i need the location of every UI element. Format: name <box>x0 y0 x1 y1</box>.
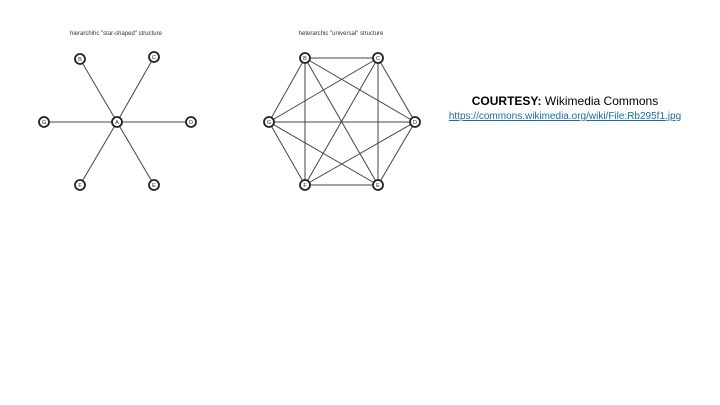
node-circle <box>263 116 275 128</box>
node-label: G <box>42 120 46 126</box>
node-C: C <box>372 52 384 64</box>
node-circle <box>111 116 123 128</box>
node-label: E <box>376 183 380 189</box>
source-link[interactable]: https://commons.wikimedia.org/wiki/File:… <box>448 111 682 122</box>
edge-D-F <box>304 121 416 186</box>
node-circle <box>148 51 160 63</box>
node-circle <box>299 179 311 191</box>
star-structure-nodes: A B C D E F G <box>38 51 197 191</box>
star-structure-title: hierarchihc "star-shaped" structure <box>70 31 163 37</box>
edge-C-G <box>268 57 379 123</box>
node-D: D <box>409 116 421 128</box>
node-E: E <box>148 179 160 191</box>
courtesy-source: Wikimedia Commons <box>541 94 659 108</box>
node-label: D <box>413 120 417 126</box>
node-label: G <box>267 120 271 126</box>
edge-E-G <box>268 121 379 186</box>
courtesy-line: COURTESY: Wikimedia Commons <box>440 94 690 108</box>
edge-A-E <box>116 121 155 186</box>
node-B: B <box>299 52 311 64</box>
node-circle <box>74 179 86 191</box>
node-label: F <box>303 183 307 189</box>
node-G: G <box>38 116 50 128</box>
node-circle <box>148 179 160 191</box>
edge-A-F <box>79 121 118 186</box>
node-E: E <box>372 179 384 191</box>
node-label: C <box>376 56 380 62</box>
courtesy-note: COURTESY: Wikimedia Commons https://comm… <box>440 94 690 124</box>
node-B: B <box>74 53 86 65</box>
universal-structure-title: heterarchic "universal" structure <box>299 31 384 37</box>
edge-D-E <box>377 121 416 186</box>
universal-structure-nodes: B C D E F G <box>263 52 421 191</box>
node-circle <box>372 52 384 64</box>
node-F: F <box>299 179 311 191</box>
node-C: C <box>148 51 160 63</box>
node-label: F <box>78 183 82 189</box>
node-circle <box>185 116 197 128</box>
node-F: F <box>74 179 86 191</box>
node-label: A <box>115 120 119 126</box>
courtesy-label: COURTESY: <box>471 94 542 108</box>
edge-A-C <box>116 56 155 123</box>
node-circle <box>372 179 384 191</box>
edge-B-G <box>268 57 306 123</box>
node-circle <box>299 52 311 64</box>
node-label: E <box>152 183 156 189</box>
edge-A-B <box>79 58 118 123</box>
edge-F-G <box>268 121 306 186</box>
node-label: D <box>189 120 193 126</box>
node-label: C <box>152 55 156 61</box>
star-structure-edges <box>44 56 191 186</box>
edge-C-D <box>377 57 416 123</box>
node-label: B <box>78 57 82 63</box>
node-label: B <box>303 56 307 62</box>
node-G: G <box>263 116 275 128</box>
node-D: D <box>185 116 197 128</box>
node-circle <box>38 116 50 128</box>
node-circle <box>74 53 86 65</box>
universal-structure-edges <box>268 57 416 186</box>
node-A: A <box>111 116 123 128</box>
node-circle <box>409 116 421 128</box>
